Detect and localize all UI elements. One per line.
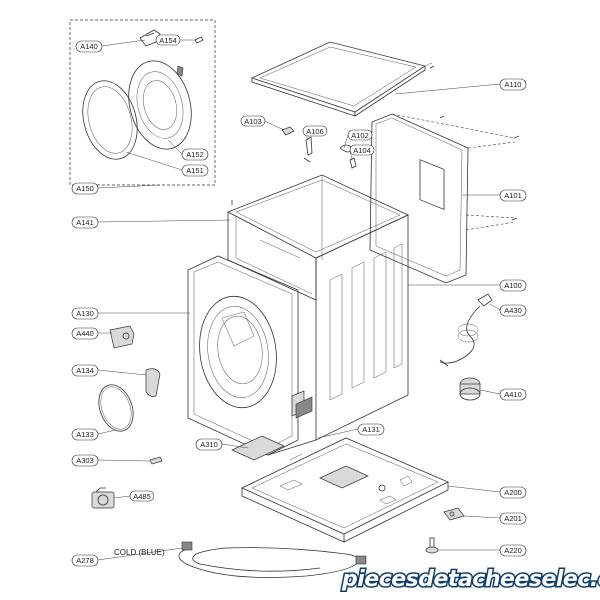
svg-text:A134: A134 <box>76 366 94 375</box>
hinge-screw <box>194 36 204 44</box>
cold-hose-note: COLD (BLUE) <box>114 548 165 557</box>
svg-text:A430: A430 <box>504 306 522 315</box>
label-a103: A103 <box>240 115 266 127</box>
label-a430: A430 <box>499 304 527 317</box>
label-a485: A485 <box>129 490 155 502</box>
door-glass <box>82 80 138 160</box>
door-lock <box>109 325 135 349</box>
svg-text:A485: A485 <box>133 492 151 501</box>
label-a201: A201 <box>499 512 527 525</box>
watermark-text: piecesdetacheeselec.com <box>341 567 600 592</box>
svg-text:A201: A201 <box>504 514 522 523</box>
label-a110: A110 <box>499 78 527 91</box>
svg-text:A140: A140 <box>80 42 98 51</box>
fitting-a106 <box>303 136 313 163</box>
small-fittings <box>281 126 357 169</box>
label-a154: A154 <box>155 34 181 46</box>
label-a134: A134 <box>71 364 99 377</box>
door-frame <box>128 60 192 150</box>
leader-lines <box>97 39 501 561</box>
motor-a410 <box>459 377 481 401</box>
svg-text:A131: A131 <box>362 425 380 434</box>
svg-text:A151: A151 <box>186 166 204 175</box>
label-a151: A151 <box>181 164 209 177</box>
svg-text:A133: A133 <box>76 430 94 439</box>
filter-cover <box>231 435 285 461</box>
label-a102: A102 <box>347 129 373 141</box>
sensor-a303 <box>149 456 163 465</box>
label-a310: A310 <box>195 438 223 451</box>
power-cord-a430 <box>439 293 493 367</box>
screws <box>231 65 520 221</box>
door-opening <box>199 295 277 409</box>
label-a104: A104 <box>349 144 375 156</box>
label-a150: A150 <box>71 182 99 195</box>
svg-text:A103: A103 <box>244 117 262 126</box>
label-a200: A200 <box>499 486 527 499</box>
label-a106: A106 <box>302 125 328 137</box>
door-handle <box>145 368 161 397</box>
svg-text:A310: A310 <box>200 440 218 449</box>
label-a101: A101 <box>499 189 527 202</box>
back-panel <box>369 113 516 284</box>
svg-text:A101: A101 <box>504 191 522 200</box>
label-a140: A140 <box>75 40 103 53</box>
svg-text:A410: A410 <box>504 390 522 399</box>
svg-text:A141: A141 <box>76 218 94 227</box>
svg-text:A100: A100 <box>504 281 522 290</box>
pump-a485 <box>91 487 115 509</box>
svg-text:A440: A440 <box>76 329 94 338</box>
label-a220: A220 <box>499 544 527 557</box>
label-a141: A141 <box>71 216 99 229</box>
inlet-hose <box>178 541 367 578</box>
svg-text:A278: A278 <box>76 556 94 565</box>
svg-text:A220: A220 <box>504 546 522 555</box>
label-a303: A303 <box>71 454 99 467</box>
clamp-a104 <box>349 157 357 169</box>
label-a100: A100 <box>499 279 527 292</box>
door-assembly-inset <box>69 19 216 186</box>
base-frame <box>241 437 449 543</box>
label-a278: A278 <box>71 554 99 567</box>
svg-text:A150: A150 <box>76 184 94 193</box>
fitting-a103 <box>281 126 295 136</box>
label-a133: A133 <box>71 428 99 441</box>
label-a152: A152 <box>181 148 209 161</box>
svg-text:A104: A104 <box>353 146 371 155</box>
label-a440: A440 <box>71 327 99 340</box>
svg-text:A110: A110 <box>505 80 522 89</box>
label-a131: A131 <box>357 423 385 436</box>
svg-text:A303: A303 <box>76 456 94 465</box>
bracket-a201 <box>443 507 465 521</box>
label-a410: A410 <box>499 388 527 401</box>
svg-text:A200: A200 <box>504 488 522 497</box>
callout-labels: A140 A154 A110 A103 A106 A102 A104 A152 … <box>71 34 527 567</box>
svg-text:A152: A152 <box>186 150 204 159</box>
cabinet <box>187 174 409 456</box>
svg-text:A154: A154 <box>159 36 177 45</box>
label-a130: A130 <box>71 307 99 320</box>
leveling-foot-a220 <box>425 537 439 554</box>
svg-text:A102: A102 <box>351 131 369 140</box>
gasket-clamp-ring <box>98 384 134 432</box>
top-plate <box>250 41 433 117</box>
svg-text:A130: A130 <box>76 309 94 318</box>
svg-text:A106: A106 <box>306 127 324 136</box>
